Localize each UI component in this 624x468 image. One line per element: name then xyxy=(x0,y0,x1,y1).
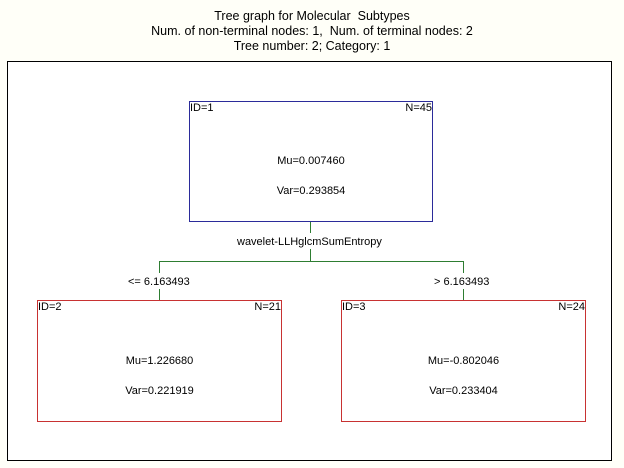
title-block: Tree graph for Molecular Subtypes Num. o… xyxy=(0,9,624,54)
node-mean: Mu=1.226680 xyxy=(125,355,194,367)
node-mean: Mu=-0.802046 xyxy=(427,355,500,367)
node-count: N=21 xyxy=(254,301,281,313)
tree-node-1[interactable]: ID=1 N=45 Mu=0.007460 Var=0.293854 xyxy=(189,101,433,222)
right-condition-label: > 6.163493 xyxy=(434,276,490,288)
node-id: ID=3 xyxy=(342,301,366,313)
node-id: ID=1 xyxy=(190,102,214,114)
node-variance: Var=0.221919 xyxy=(125,385,194,397)
chart-title: Tree graph for Molecular Subtypes xyxy=(214,9,410,23)
node-variance: Var=0.293854 xyxy=(276,185,346,197)
tree-number-subtitle: Tree number: 2; Category: 1 xyxy=(233,39,391,53)
node-id: ID=2 xyxy=(38,301,62,313)
node-mean: Mu=0.007460 xyxy=(277,155,345,167)
node-count: N=45 xyxy=(405,102,432,114)
node-variance: Var=0.233404 xyxy=(429,385,498,397)
node-count: N=24 xyxy=(558,301,585,313)
split-variable-label: wavelet-LLHglcmSumEntropy xyxy=(237,236,382,248)
tree-node-2[interactable]: ID=2 N=21 Mu=1.226680 Var=0.221919 xyxy=(37,300,282,422)
node-count-subtitle: Num. of non-terminal nodes: 1, Num. of t… xyxy=(151,24,473,38)
tree-node-3[interactable]: ID=3 N=24 Mu=-0.802046 Var=0.233404 xyxy=(341,300,586,422)
left-condition-label: <= 6.163493 xyxy=(128,276,190,288)
